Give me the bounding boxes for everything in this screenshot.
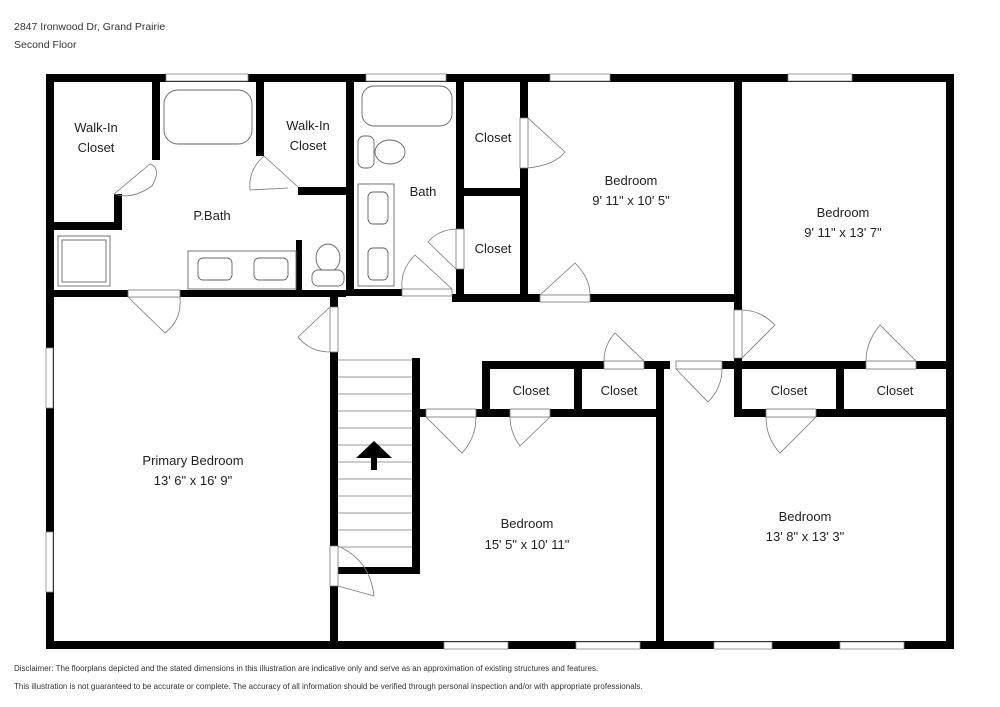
bathtub-icon (163, 89, 253, 145)
doors (113, 117, 917, 597)
toilet-icon (357, 135, 375, 169)
arrow-up-icon (356, 441, 392, 458)
room-name-bath: Bath (410, 184, 437, 199)
room-name-bedroom: Bedroom (605, 173, 658, 188)
room-name-walkin-closet-left: Walk-In (74, 120, 118, 135)
room-name-pbath: P.Bath (193, 208, 230, 223)
room-name-bedroom: Bedroom (501, 516, 554, 531)
bath-fixtures (57, 85, 453, 290)
sink-icon (253, 257, 289, 281)
svg-text:Closet: Closet (290, 138, 327, 153)
room-name-closet: Closet (877, 383, 914, 398)
room-name-bedroom: Bedroom (817, 205, 870, 220)
disclaimer-line-1: Disclaimer: The floorplans depicted and … (14, 664, 599, 673)
staircase (338, 359, 412, 548)
sink-icon (197, 257, 233, 281)
interior-walls (46, 74, 954, 649)
room-dimensions: 15' 5" x 10' 11" (485, 537, 570, 552)
room-name-walkin-closet-right: Walk-In (286, 118, 330, 133)
room-labels: Walk-In Closet Walk-In Closet P.Bath Bat… (74, 118, 914, 552)
svg-text:Closet: Closet (78, 140, 115, 155)
room-name-closet: Closet (475, 241, 512, 256)
room-dimensions: 13' 6" x 16' 9" (154, 473, 233, 488)
room-dimensions: 9' 11" x 13' 7" (804, 225, 882, 240)
room-dimensions: 13' 8" x 13' 3" (766, 529, 845, 544)
bathtub-icon (361, 85, 453, 127)
disclaimer-line-2: This illustration is not guaranteed to b… (14, 682, 643, 691)
room-dimensions: 9' 11" x 10' 5" (592, 193, 670, 208)
room-name-closet: Closet (771, 383, 808, 398)
room-name-bedroom: Bedroom (779, 509, 832, 524)
room-name-closet: Closet (601, 383, 638, 398)
toilet-icon (315, 243, 341, 273)
property-address: 2847 Ironwood Dr, Grand Prairie (14, 21, 166, 33)
sink-icon (367, 247, 389, 281)
room-name-primary-bedroom: Primary Bedroom (142, 453, 243, 468)
room-name-closet: Closet (513, 383, 550, 398)
windows (45, 73, 905, 650)
sink-icon (367, 191, 389, 225)
floor-label: Second Floor (14, 39, 77, 51)
room-name-closet: Closet (475, 130, 512, 145)
